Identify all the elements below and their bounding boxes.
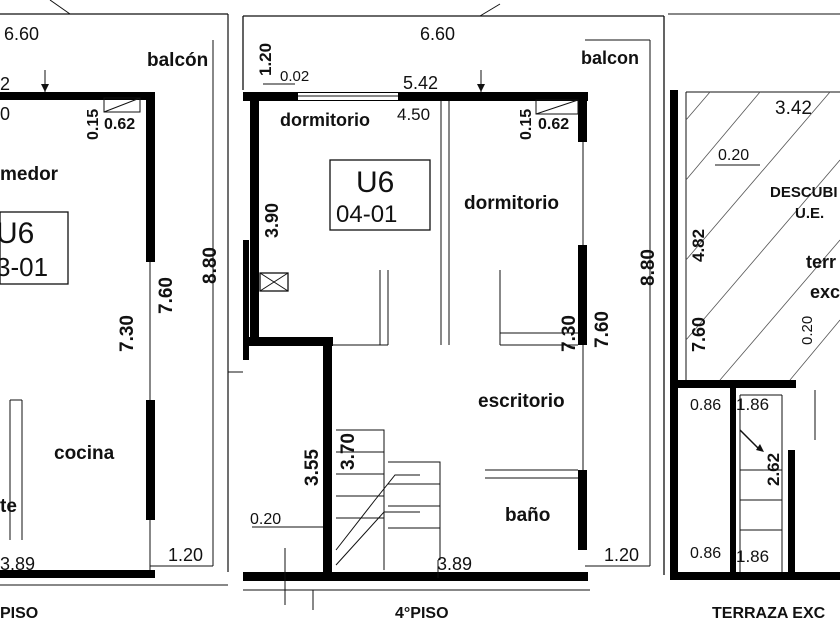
left-wall-a: 0.15 [85,109,102,140]
mid-vert-top: 1.20 [256,43,275,76]
right-room-terr: terr [806,252,836,272]
left-dim-left: 0 [0,104,10,124]
left-floor-plan: 6.60 2 0 balcón 0.15 0.62 medor U6 3-01 … [0,0,229,622]
left-top-width: 6.60 [4,24,39,44]
mid-room-bano: baño [505,505,550,526]
mid-offset: 0.02 [280,68,309,85]
mid-h-total: 8.80 [638,249,659,286]
mid-wall-b: 0.62 [538,116,569,133]
mid-room-dormitorio-2: dormitorio [464,193,559,214]
left-unit-code: U6 [0,217,34,250]
right-small-d: 1.86 [736,547,769,566]
right-offset: 0.20 [718,147,749,164]
mid-stair-a: 3.55 [302,449,323,486]
left-inner-width: 2 [0,74,10,94]
right-h-b: 7.60 [689,317,709,352]
right-small-b: 1.86 [736,395,769,414]
mid-unit-box [329,159,431,231]
mid-unit-sub: 04-01 [336,201,397,228]
right-plan-title: TERRAZA EXC [712,605,826,622]
mid-plan-title: 4°PISO [395,605,449,622]
right-floor-plan: 3.42 0.20 DESCUBI U.E. 4.82 terr exc 0.2… [668,13,840,622]
mid-bottom-width: 3.89 [437,554,472,574]
left-h-total: 8.80 [200,247,221,284]
mid-inner-width: 5.42 [403,73,438,93]
left-bottom-width: 3.89 [0,554,35,574]
mid-room-dormitorio-1: dormitorio [280,110,370,130]
left-bottom-balcony: 1.20 [168,545,203,565]
right-vert-small: 0.20 [799,316,816,345]
hatch-pattern [685,91,840,381]
stairs-symbol [335,429,441,570]
right-small-c: 0.86 [690,545,721,562]
right-small-a: 0.86 [690,397,721,414]
left-room-comedor: medor [0,164,59,185]
mid-bottom-balcony: 1.20 [604,545,639,565]
mid-stair-b: 3.70 [338,433,359,470]
right-width: 3.42 [775,98,812,119]
right-room-descub: DESCUBI [770,184,838,201]
mid-dorm-height: 3.90 [262,203,282,238]
right-room-ue: U.E. [795,205,824,222]
mid-step: 0.20 [250,511,281,528]
right-stair: 2.62 [764,453,783,486]
mid-room-escritorio: escritorio [478,391,565,412]
mid-unit-code: U6 [356,166,394,199]
mid-h-inner: 7.30 [559,315,580,352]
right-room-exc: exc [810,282,840,302]
left-h-inner: 7.30 [117,315,138,352]
left-plan-title: PISO [0,605,38,622]
left-unit-sub: 3-01 [0,252,48,282]
mid-room-balcon: balcon [581,48,639,68]
left-room-te: te [0,496,17,517]
mid-top-width: 6.60 [420,24,455,44]
left-room-balcon: balcón [147,50,208,71]
left-h-mid: 7.60 [156,277,177,314]
mid-wall-a: 0.15 [518,109,535,140]
left-room-cocina: cocina [54,443,115,464]
mid-h-mid: 7.60 [592,311,613,348]
mid-dorm-width: 4.50 [397,105,430,124]
middle-floor-plan: 6.60 1.20 0.02 5.42 balcon dormitorio 4.… [228,3,665,622]
left-wall-b: 0.62 [104,116,135,133]
right-h-a: 4.82 [689,229,708,262]
